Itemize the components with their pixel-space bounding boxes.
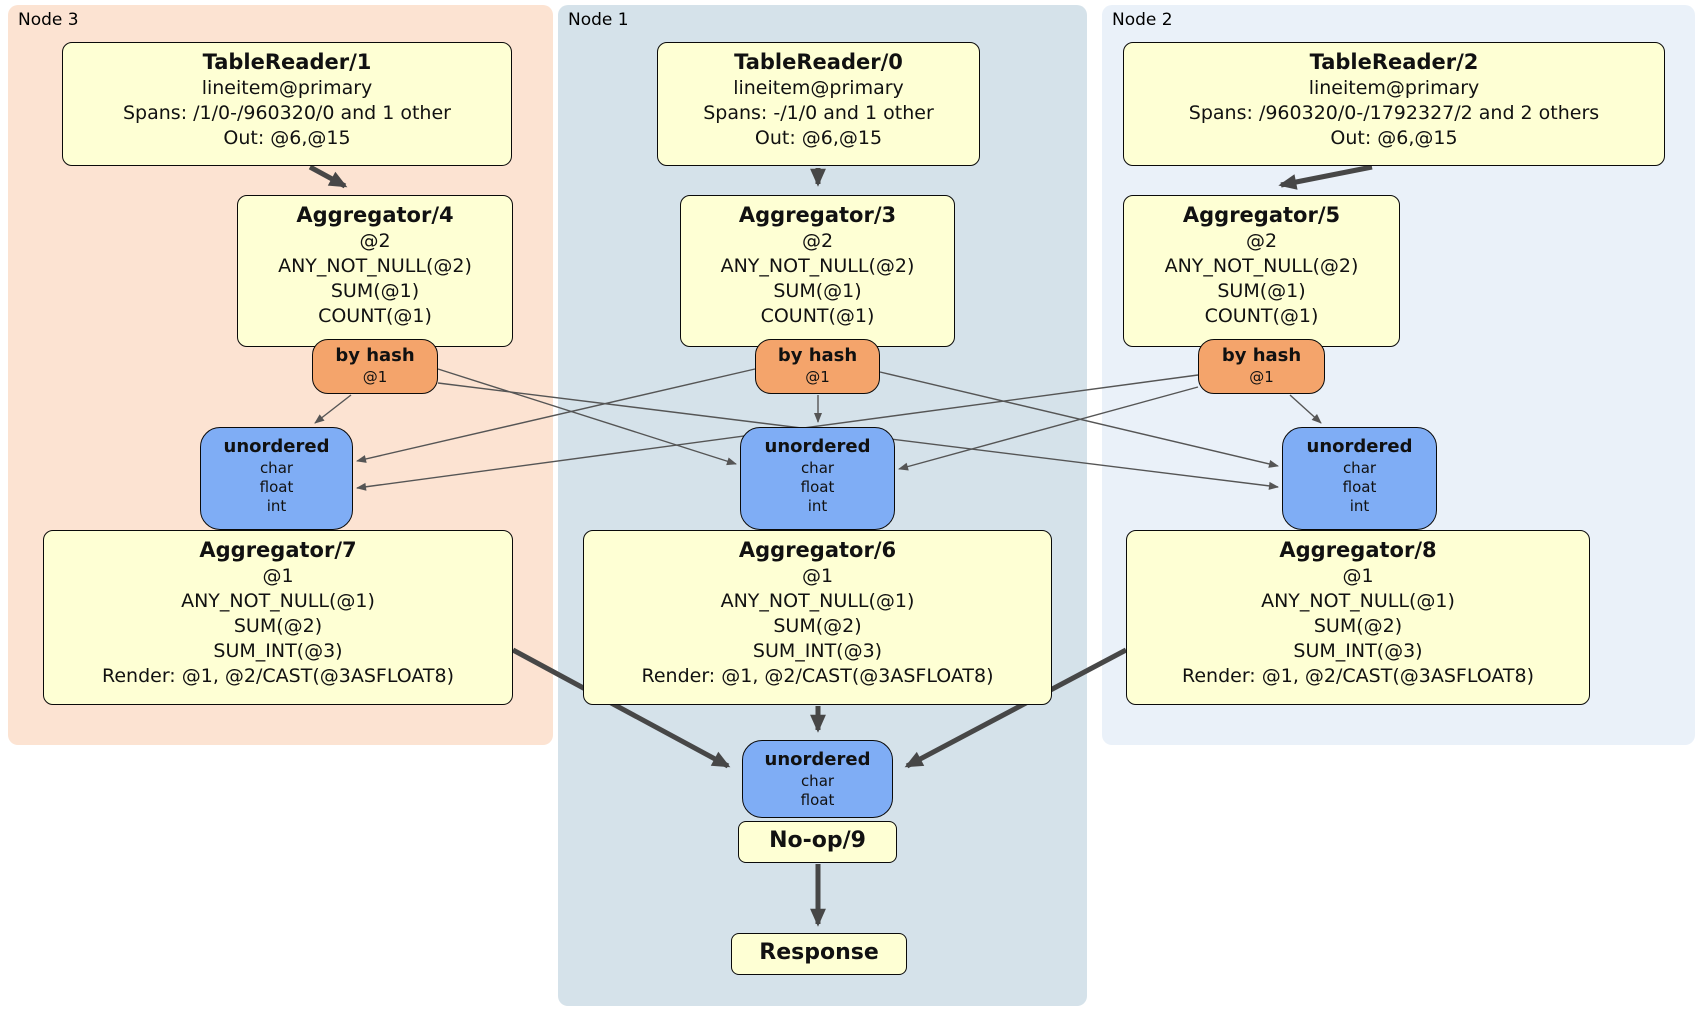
processor-detail: Out: @6,@15	[754, 127, 883, 149]
edge-hash3-sync3	[314, 394, 352, 424]
processor-detail: SUM(@1)	[1217, 280, 1306, 302]
edge-tablereader1-aggregator4	[308, 164, 348, 189]
sync-column: int	[266, 497, 287, 515]
node3-label: Node 3	[18, 10, 79, 30]
processor-detail: @2	[801, 230, 834, 252]
processor-title: Aggregator/6	[738, 538, 897, 562]
processor-detail: Spans: /1/0-/960320/0 and 1 other	[123, 102, 451, 124]
unordered-sync-node1: unordered char float int	[740, 427, 895, 530]
processor-title: Aggregator/3	[738, 203, 897, 227]
edge-aggregator7-finalsync	[511, 647, 731, 769]
unordered-sync-node2: unordered char float int	[1282, 427, 1437, 530]
node1-label: Node 1	[568, 10, 629, 30]
processor-title: Aggregator/7	[199, 538, 357, 562]
sync-column: int	[807, 497, 828, 515]
sync-title: unordered	[764, 749, 871, 770]
processor-detail: ANY_NOT_NULL(@2)	[720, 255, 915, 277]
processor-detail: Spans: -/1/0 and 1 other	[703, 102, 934, 124]
edge-hash2-sync2	[1289, 394, 1322, 424]
sync-column: float	[800, 478, 835, 496]
processor-title: TableReader/1	[202, 50, 372, 74]
edge-hash3-sync1	[437, 368, 737, 466]
processor-detail: ANY_NOT_NULL(@2)	[278, 255, 472, 277]
processor-title: Aggregator/5	[1182, 203, 1341, 227]
sync-column: char	[259, 459, 294, 477]
processor-detail: @1	[1342, 565, 1374, 587]
processor-detail: ANY_NOT_NULL(@1)	[720, 590, 915, 612]
router-title: by hash	[1221, 345, 1302, 366]
hash-router-node2: by hash @1	[1198, 339, 1325, 394]
processor-detail: Render: @1, @2/CAST(@3ASFLOAT8)	[102, 665, 454, 687]
processor-detail: @1	[801, 565, 834, 587]
router-detail: @1	[1249, 368, 1274, 386]
processor-title: No-op/9	[769, 828, 866, 853]
sync-column: float	[800, 791, 835, 809]
processor-detail: @1	[262, 565, 294, 587]
processor-noop-9: No-op/9	[738, 821, 897, 863]
unordered-sync-final: unordered char float	[742, 740, 893, 818]
processor-detail: lineitem@primary	[733, 77, 904, 99]
processor-detail: @2	[1245, 230, 1278, 252]
processor-title: TableReader/2	[1309, 50, 1479, 74]
processor-detail: SUM(@2)	[1313, 615, 1403, 637]
processor-detail: Out: @6,@15	[1330, 127, 1458, 149]
processor-tablereader-1: TableReader/1 lineitem@primary Spans: /1…	[62, 42, 512, 166]
unordered-sync-node3: unordered char float int	[200, 427, 353, 530]
processor-title: Response	[759, 940, 879, 965]
processor-detail: Out: @6,@15	[223, 127, 351, 149]
processor-detail: ANY_NOT_NULL(@1)	[1261, 590, 1455, 612]
edge-hash1-sync3	[356, 368, 756, 463]
processor-aggregator-7: Aggregator/7 @1 ANY_NOT_NULL(@1) SUM(@2)…	[43, 530, 513, 705]
processor-detail: Spans: /960320/0-/1792327/2 and 2 others	[1188, 102, 1600, 124]
router-title: by hash	[335, 345, 415, 366]
sync-title: unordered	[223, 436, 330, 457]
processor-detail: COUNT(@1)	[318, 305, 432, 327]
processor-detail: ANY_NOT_NULL(@2)	[1164, 255, 1359, 277]
node2-label: Node 2	[1112, 10, 1173, 30]
hash-router-node1: by hash @1	[755, 339, 880, 394]
sync-column: float	[259, 478, 294, 496]
processor-detail: SUM_INT(@3)	[1293, 640, 1423, 662]
sync-column: int	[1349, 497, 1370, 515]
sync-title: unordered	[764, 436, 871, 457]
sync-title: unordered	[1306, 436, 1413, 457]
response-node: Response	[731, 933, 907, 975]
sync-column: char	[800, 772, 835, 790]
edge-tablereader2-aggregator5	[1278, 164, 1373, 190]
sync-column: float	[1342, 478, 1377, 496]
processor-title: TableReader/0	[734, 50, 903, 74]
processor-detail: lineitem@primary	[201, 77, 373, 99]
hash-router-node3: by hash @1	[312, 339, 438, 394]
processor-detail: Render: @1, @2/CAST(@3ASFLOAT8)	[1182, 665, 1534, 687]
processor-aggregator-5: Aggregator/5 @2 ANY_NOT_NULL(@2) SUM(@1)…	[1123, 195, 1400, 347]
edge-aggregator8-finalsync	[904, 647, 1128, 769]
processor-detail: SUM(@1)	[773, 280, 862, 302]
processor-aggregator-8: Aggregator/8 @1 ANY_NOT_NULL(@1) SUM(@2)…	[1126, 530, 1590, 705]
processor-title: Aggregator/4	[296, 203, 454, 227]
processor-aggregator-4: Aggregator/4 @2 ANY_NOT_NULL(@2) SUM(@1)…	[237, 195, 513, 347]
edge-hash2-sync1	[898, 386, 1199, 471]
processor-tablereader-2: TableReader/2 lineitem@primary Spans: /9…	[1123, 42, 1665, 166]
processor-detail: SUM_INT(@3)	[752, 640, 883, 662]
processor-detail: SUM_INT(@3)	[213, 640, 343, 662]
processor-detail: lineitem@primary	[1308, 77, 1480, 99]
router-detail: @1	[805, 368, 830, 386]
processor-detail: COUNT(@1)	[760, 305, 875, 327]
processor-detail: SUM(@1)	[330, 280, 420, 302]
sync-column: char	[1342, 459, 1377, 477]
processor-detail: Render: @1, @2/CAST(@3ASFLOAT8)	[641, 665, 994, 687]
sync-column: char	[800, 459, 835, 477]
processor-title: Aggregator/8	[1279, 538, 1437, 562]
processor-detail: ANY_NOT_NULL(@1)	[181, 590, 375, 612]
processor-detail: SUM(@2)	[773, 615, 862, 637]
processor-detail: @2	[359, 230, 391, 252]
router-detail: @1	[362, 368, 388, 386]
processor-detail: SUM(@2)	[233, 615, 323, 637]
processor-aggregator-6: Aggregator/6 @1 ANY_NOT_NULL(@1) SUM(@2)…	[583, 530, 1052, 705]
processor-aggregator-3: Aggregator/3 @2 ANY_NOT_NULL(@2) SUM(@1)…	[680, 195, 955, 347]
processor-detail: COUNT(@1)	[1204, 305, 1319, 327]
processor-tablereader-0: TableReader/0 lineitem@primary Spans: -/…	[657, 42, 980, 166]
router-title: by hash	[777, 345, 858, 366]
